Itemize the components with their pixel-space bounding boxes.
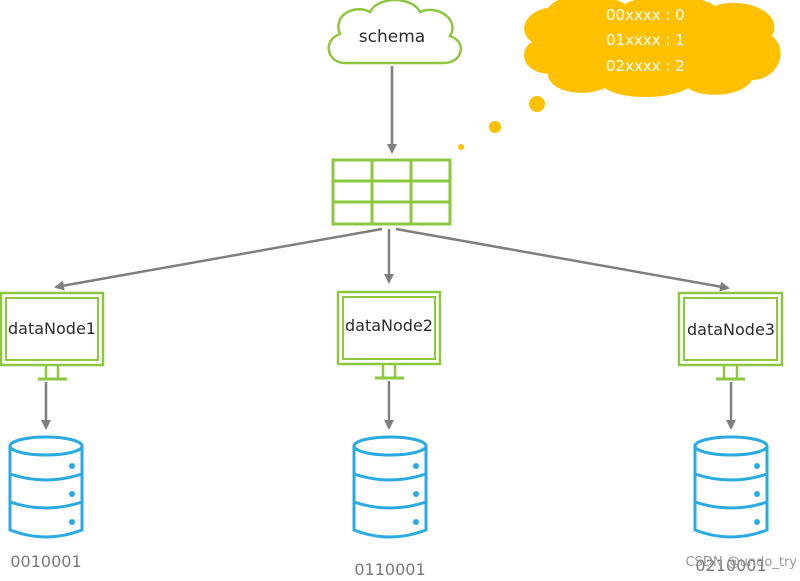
datanode1-monitor-icon — [0, 291, 105, 381]
thought-dot-small — [458, 144, 464, 150]
datanode2-label: dataNode2 — [345, 316, 433, 335]
schema-cloud-icon — [327, 0, 463, 65]
thought-dot-large — [529, 96, 545, 112]
database1-icon — [8, 435, 84, 539]
datanode1-label: dataNode1 — [8, 319, 96, 338]
database2-icon — [352, 435, 428, 539]
arrow-table-to-node3 — [395, 227, 730, 292]
thought-dot-medium — [489, 121, 501, 133]
database3-label: 0210001 — [695, 556, 766, 575]
mapping-line-1: 01xxxx : 1 — [606, 31, 685, 49]
database1-label: 0010001 — [10, 552, 81, 571]
datanode2-monitor-icon — [336, 290, 442, 380]
datanode3-monitor-icon — [677, 291, 784, 381]
watermark-text: CSDN @undo_try — [685, 555, 797, 570]
datanode3-label: dataNode3 — [687, 320, 775, 339]
schema-label: schema — [359, 27, 425, 47]
mapping-line-2: 02xxxx : 2 — [606, 57, 685, 75]
routing-table-icon — [331, 158, 452, 226]
database3-icon — [693, 435, 769, 539]
mapping-thought-bubble — [458, 0, 781, 150]
mapping-line-0: 00xxxx : 0 — [606, 6, 685, 24]
database2-label: 0110001 — [354, 560, 425, 579]
arrow-table-to-node1 — [54, 227, 383, 291]
